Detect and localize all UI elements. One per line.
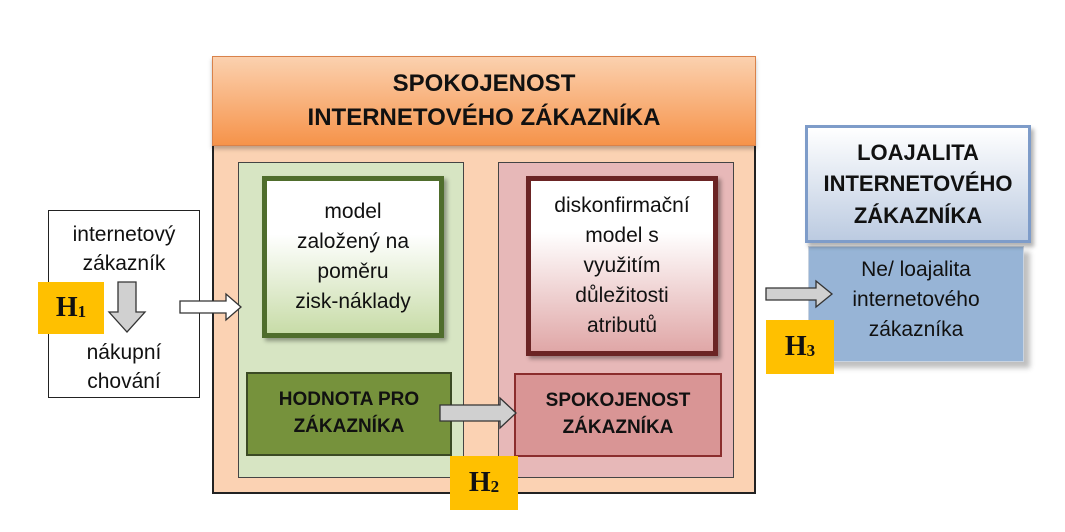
h3-letter: H (784, 331, 807, 362)
main-title-box: SPOKOJENOST INTERNETOVÉHO ZÁKAZNÍKA (212, 56, 756, 146)
cost-benefit-model-box: model založený na poměru zisk-náklady (262, 176, 444, 338)
disconfirmation-model-box: diskonfirmační model s využitím důležito… (526, 176, 718, 356)
value-to-satisfaction-arrow-icon (439, 396, 517, 430)
h1-letter: H (55, 292, 78, 323)
satisfaction-to-loyalty-arrow-icon (765, 279, 834, 309)
purchase-behavior-label: nákupní chování (86, 341, 162, 394)
loyalty-body-box: Ne/ loajalita internetového zákazníka (808, 246, 1024, 362)
h1-index: 1 (77, 302, 87, 321)
h2-letter: H (468, 467, 491, 498)
main-title-line2: INTERNETOVÉHO ZÁKAZNÍKA (307, 104, 661, 131)
customer-satisfaction-box: SPOKOJENOST ZÁKAZNÍKA (514, 373, 722, 457)
main-title-line1: SPOKOJENOST (392, 70, 576, 98)
right-arrow-icon (179, 292, 242, 322)
loyalty-header-box: LOAJALITA INTERNETOVÉHO ZÁKAZNÍKA (805, 125, 1031, 243)
customer-label: internetový zákazník (72, 223, 176, 276)
h2-index: 2 (490, 477, 500, 496)
down-arrow-icon (107, 281, 147, 333)
h3-index: 3 (806, 341, 816, 360)
customer-value-box: HODNOTA PRO ZÁKAZNÍKA (246, 372, 452, 456)
